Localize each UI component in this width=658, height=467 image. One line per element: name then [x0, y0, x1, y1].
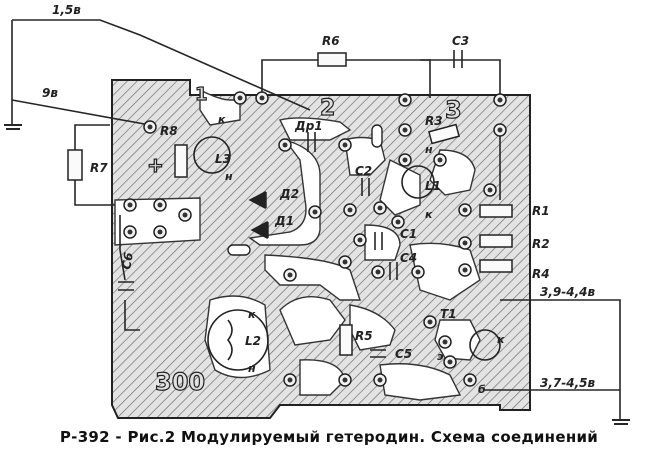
label-r1: R1 [532, 204, 550, 218]
label-l1: L1 [425, 179, 441, 193]
label-d2: Д2 [279, 187, 299, 201]
plus-sign: + [147, 153, 164, 177]
label-l1-pin-k: к [425, 208, 433, 221]
transistor-t1 [469, 329, 501, 361]
voltage-9v: 9в [42, 86, 58, 100]
board-channels [114, 88, 481, 401]
resistor-r1 [479, 204, 513, 218]
resistor-r4 [479, 259, 513, 273]
coil-l1 [401, 165, 435, 199]
resistors [67, 52, 513, 356]
choke-dr1 [307, 132, 316, 152]
capacitor-c3 [453, 50, 463, 68]
capacitor-c2 [361, 178, 370, 196]
label-c6: C6 [119, 251, 136, 270]
label-t1-pin-e: э [437, 350, 444, 363]
board-number-3: 3 [445, 96, 462, 124]
diode-d2 [248, 190, 267, 210]
label-l2-pin-n: н [248, 362, 256, 375]
label-r2: R2 [532, 237, 550, 251]
voltage-labels: 1,5в 9в 3,9-4,4в 3,7-4,5в [42, 3, 595, 390]
label-l3-pin-k: к [218, 113, 226, 126]
capacitor-c4 [389, 262, 398, 280]
capacitor-c5 [370, 349, 386, 358]
board-number-300: 300 [155, 368, 205, 396]
resistor-r8 [174, 144, 188, 178]
label-t1: T1 [440, 307, 457, 321]
label-c4: C4 [400, 251, 417, 265]
resistor-r2 [479, 234, 513, 248]
label-r4: R4 [532, 267, 550, 281]
label-r7: R7 [90, 161, 108, 175]
solder-pads [123, 91, 507, 387]
resistor-r3 [428, 123, 460, 145]
label-c2: C2 [355, 164, 372, 178]
board-number-1: 1 [195, 84, 208, 105]
voltage-3-7-4-5v: 3,7-4,5в [540, 376, 595, 390]
resistor-r5 [339, 324, 353, 356]
coil-l3 [193, 136, 231, 174]
label-d1: Д1 [274, 214, 294, 228]
label-r8: R8 [160, 124, 178, 138]
board-number-2: 2 [320, 96, 335, 121]
capacitor-c6 [118, 281, 134, 291]
diode-d1 [250, 220, 269, 240]
label-l2: L2 [245, 334, 261, 348]
figure-caption: Р-392 - Рис.2 Модулируемый гетеродин. Сх… [59, 428, 599, 446]
label-l3: L3 [215, 152, 231, 166]
label-t1-pin-b: б [478, 383, 486, 396]
label-r3: R3 [425, 114, 443, 128]
label-c5: C5 [395, 347, 412, 361]
voltage-3-9-4-4v: 3,9-4,4в [540, 285, 595, 299]
coil-l2 [207, 309, 269, 371]
resistor-r6 [317, 52, 347, 67]
component-labels: R6 C3 R3 R8 R7 Др1 L3 к н Д2 Д1 C2 L1 н … [90, 34, 550, 396]
label-t1-pin-k: к [497, 333, 505, 346]
label-r6: R6 [322, 34, 340, 48]
capacitors [118, 50, 463, 358]
label-dr1: Др1 [294, 119, 323, 133]
label-c3: C3 [452, 34, 469, 48]
voltage-1-5v: 1,5в [52, 3, 81, 17]
label-l3-pin-n: н [225, 170, 233, 183]
resistor-r7 [67, 149, 83, 181]
diodes [248, 190, 269, 240]
capacitor-c1 [374, 232, 383, 250]
label-l2-pin-k: к [248, 308, 256, 321]
label-c1: C1 [400, 227, 417, 241]
label-r5: R5 [355, 329, 373, 343]
coils [193, 136, 501, 371]
label-l1-pin-n: н [425, 143, 433, 156]
